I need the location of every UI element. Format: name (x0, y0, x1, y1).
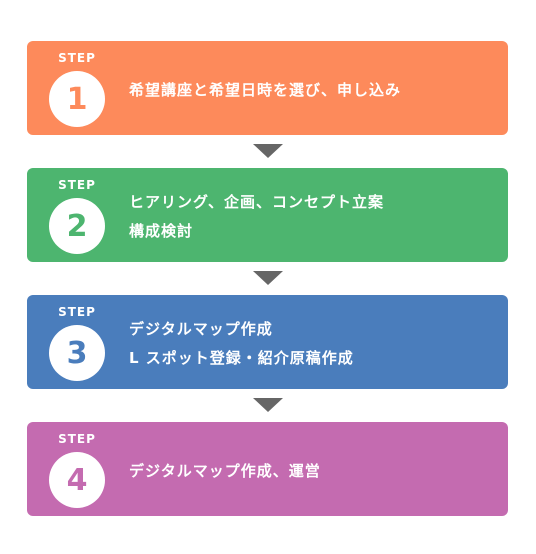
step-2-card: STEP 2 ヒアリング、企画、コンセプト立案 構成検討 (27, 168, 508, 262)
step-3-text: デジタルマップ作成 L スポット登録・紹介原稿作成 (129, 295, 489, 389)
step-4-label: STEP (58, 432, 96, 446)
step-3-number: 3 (49, 325, 105, 381)
step-2-line-2: 構成検討 (129, 222, 194, 240)
step-2-number: 2 (49, 198, 105, 254)
step-3-line-2: L スポット登録・紹介原稿作成 (129, 349, 354, 367)
down-arrow-icon (252, 144, 283, 158)
step-flow: STEP 1 希望講座と希望日時を選び、申し込み STEP 2 ヒアリング、企画… (27, 41, 508, 516)
step-4-card: STEP 4 デジタルマップ作成、運営 (27, 422, 508, 516)
step-4-line-1: デジタルマップ作成、運営 (129, 461, 321, 480)
step-2-text: ヒアリング、企画、コンセプト立案 構成検討 (129, 168, 489, 262)
step-1-text: 希望講座と希望日時を選び、申し込み (129, 41, 489, 135)
step-3-line-1: デジタルマップ作成 (129, 320, 273, 338)
step-4-number: 4 (49, 452, 105, 508)
step-1-label: STEP (58, 51, 96, 65)
down-arrow-icon (252, 271, 283, 285)
down-arrow-icon (252, 398, 283, 412)
step-3-label: STEP (58, 305, 96, 319)
step-1-number: 1 (49, 71, 105, 127)
step-1-line-1: 希望講座と希望日時を選び、申し込み (129, 80, 402, 99)
step-2-label: STEP (58, 178, 96, 192)
step-2-line-1: ヒアリング、企画、コンセプト立案 (129, 193, 384, 211)
step-1-card: STEP 1 希望講座と希望日時を選び、申し込み (27, 41, 508, 135)
step-4-text: デジタルマップ作成、運営 (129, 422, 489, 516)
step-3-card: STEP 3 デジタルマップ作成 L スポット登録・紹介原稿作成 (27, 295, 508, 389)
